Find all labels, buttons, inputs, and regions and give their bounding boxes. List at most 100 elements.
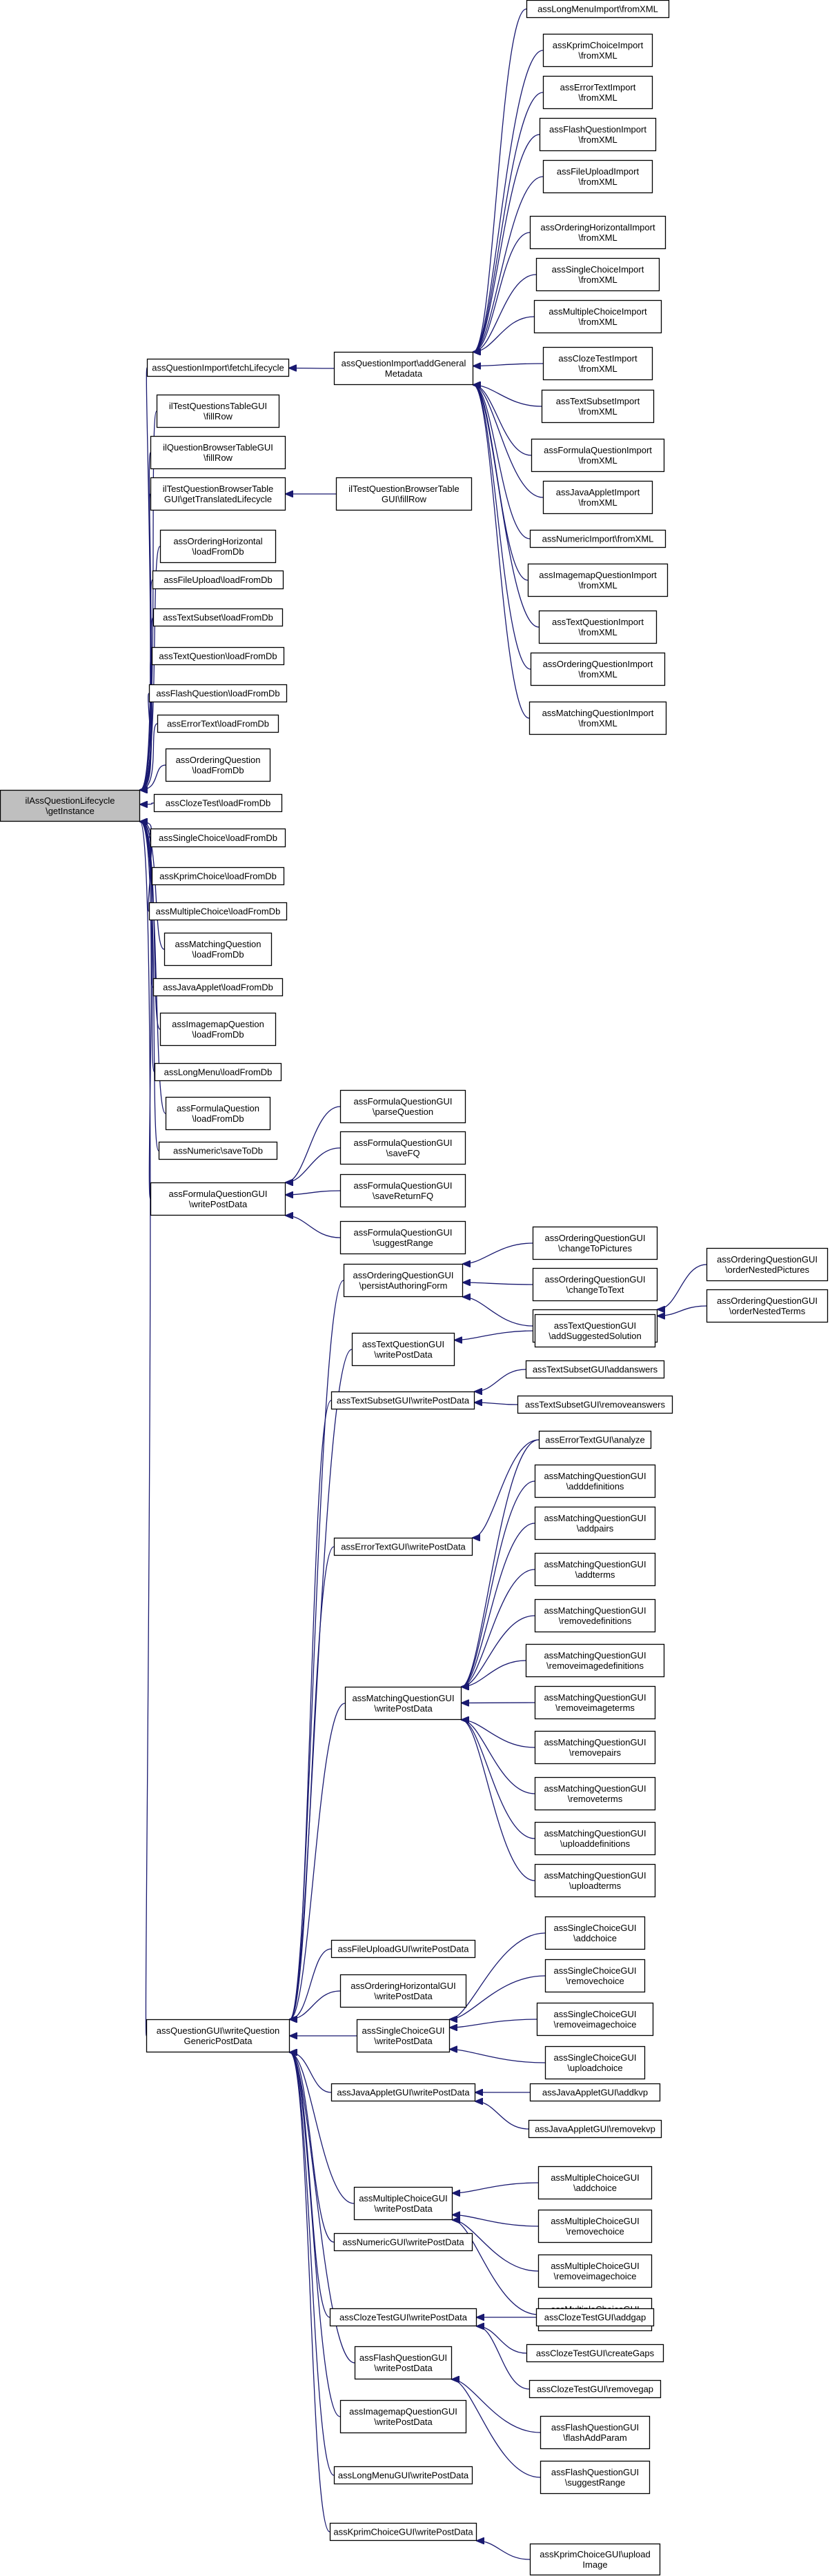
node-ass-matching-question-gui-addpairs[interactable]: assMatchingQuestionGUI\addpairs xyxy=(534,1506,656,1540)
node-ass-imagemap-question-load-from-db[interactable]: assImagemapQuestion\loadFromDb xyxy=(159,1012,277,1047)
node-ass-error-text-gui-analyze[interactable]: assErrorTextGUI\analyze xyxy=(538,1430,652,1449)
node-ass-matching-question-gui-write-post-data[interactable]: assMatchingQuestionGUI\writePostData xyxy=(344,1686,462,1721)
node-ass-matching-question-gui-uploadterms[interactable]: assMatchingQuestionGUI\uploadterms xyxy=(534,1863,656,1898)
node-ass-matching-question-gui-removeterms[interactable]: assMatchingQuestionGUI\removeterms xyxy=(534,1776,656,1811)
node-ass-ordering-horizontal-gui-write-post-data[interactable]: assOrderingHorizontalGUI\writePostData xyxy=(339,1974,467,2008)
node-ass-text-question-import-from-xml[interactable]: assTextQuestionImport\fromXML xyxy=(538,610,658,644)
node-ass-error-text-load-from-db[interactable]: assErrorText\loadFromDb xyxy=(157,714,279,733)
node-ass-matching-question-gui-removeimagedefinitions[interactable]: assMatchingQuestionGUI\removeimagedefini… xyxy=(525,1643,665,1678)
node-ass-single-choice-gui-removeimagechoice[interactable]: assSingleChoiceGUI\removeimagechoice xyxy=(536,2002,654,2037)
node-ass-cloze-test-load-from-db[interactable]: assClozeTest\loadFromDb xyxy=(153,793,283,813)
node-ass-kprim-choice-import-from-xml[interactable]: assKprimChoiceImport\fromXML xyxy=(542,33,653,68)
node-ass-multiple-choice-load-from-db[interactable]: assMultipleChoice\loadFromDb xyxy=(148,902,288,921)
node-ass-matching-question-load-from-db[interactable]: assMatchingQuestion\loadFromDb xyxy=(164,932,273,967)
node-ass-text-subset-gui-addanswers[interactable]: assTextSubsetGUI\addanswers xyxy=(525,1360,665,1379)
node-il-test-question-browser-table-gui-get-translated-lifecycle[interactable]: ilTestQuestionBrowserTableGUI\getTransla… xyxy=(150,477,286,511)
node-ass-text-subset-import-from-xml[interactable]: assTextSubsetImport\fromXML xyxy=(541,389,655,424)
node-ass-file-upload-import-from-xml[interactable]: assFileUploadImport\fromXML xyxy=(542,159,653,194)
node-ass-matching-question-import-from-xml[interactable]: assMatchingQuestionImport\fromXML xyxy=(528,701,667,735)
node-ass-java-applet-load-from-db[interactable]: assJavaApplet\loadFromDb xyxy=(152,978,284,997)
node-ass-flash-question-import-from-xml[interactable]: assFlashQuestionImport\fromXML xyxy=(539,117,657,152)
node-ass-multiple-choice-import-from-xml[interactable]: assMultipleChoiceImport\fromXML xyxy=(533,299,662,334)
node-ass-multiple-choice-gui-removeimagechoice[interactable]: assMultipleChoiceGUI\removeimagechoice xyxy=(537,2254,653,2288)
node-il-question-browser-table-gui-fill-row[interactable]: ilQuestionBrowserTableGUI\fillRow xyxy=(150,435,286,470)
node-ass-numeric-save-to-db[interactable]: assNumeric\saveToDb xyxy=(158,1141,278,1160)
node-ass-text-question-gui-add-suggested-solution[interactable]: assTextQuestionGUI\addSuggestedSolution xyxy=(534,1314,656,1348)
node-ass-ordering-horizontal-load-from-db[interactable]: assOrderingHorizontal\loadFromDb xyxy=(159,529,277,564)
node-label-line: \saveFQ xyxy=(386,1148,419,1158)
node-ass-file-upload-gui-write-post-data[interactable]: assFileUploadGUI\writePostData xyxy=(330,1939,476,1959)
node-ass-long-menu-import-from-xml[interactable]: assLongMenuImport\fromXML xyxy=(526,0,670,19)
node-il-ass-question-lifecycle-get-instance[interactable]: ilAssQuestionLifecycle\getInstance xyxy=(0,789,141,822)
node-ass-formula-question-gui-suggest-range[interactable]: assFormulaQuestionGUI\suggestRange xyxy=(339,1220,466,1255)
node-ass-ordering-question-gui-change-to-pictures[interactable]: assOrderingQuestionGUI\changeToPictures xyxy=(532,1226,658,1260)
node-ass-flash-question-load-from-db[interactable]: assFlashQuestion\loadFromDb xyxy=(148,684,288,703)
node-ass-imagemap-question-import-from-xml[interactable]: assImagemapQuestionImport\fromXML xyxy=(527,563,669,597)
node-ass-matching-question-gui-removepairs[interactable]: assMatchingQuestionGUI\removepairs xyxy=(534,1730,656,1765)
node-ass-question-gui-write-question-generic-post-data[interactable]: assQuestionGUI\writeQuestionGenericPostD… xyxy=(146,2019,290,2053)
node-ass-cloze-test-import-from-xml[interactable]: assClozeTestImport\fromXML xyxy=(542,346,653,381)
node-ass-formula-question-gui-write-post-data[interactable]: assFormulaQuestionGUI\writePostData xyxy=(150,1182,286,1216)
node-ass-flash-question-gui-suggest-range[interactable]: assFlashQuestionGUI\suggestRange xyxy=(540,2460,651,2495)
node-ass-cloze-test-gui-create-gaps[interactable]: assClozeTestGUI\createGaps xyxy=(526,2344,664,2363)
node-ass-error-text-gui-write-post-data[interactable]: assErrorTextGUI\writePostData xyxy=(333,1537,473,1556)
node-ass-ordering-question-gui-persist-authoring-form[interactable]: assOrderingQuestionGUI\persistAuthoringF… xyxy=(343,1263,464,1298)
node-ass-flash-question-gui-write-post-data[interactable]: assFlashQuestionGUI\writePostData xyxy=(354,2346,453,2380)
node-ass-multiple-choice-gui-write-post-data[interactable]: assMultipleChoiceGUI\writePostData xyxy=(353,2186,453,2221)
node-ass-single-choice-import-from-xml[interactable]: assSingleChoiceImport\fromXML xyxy=(535,257,660,292)
node-ass-text-subset-gui-removeanswers[interactable]: assTextSubsetGUI\removeanswers xyxy=(517,1395,673,1414)
node-ass-kprim-choice-load-from-db[interactable]: assKprimChoice\loadFromDb xyxy=(151,866,285,886)
node-ass-single-choice-gui-removechoice[interactable]: assSingleChoiceGUI\removechoice xyxy=(544,1959,646,1993)
node-ass-text-question-gui-write-post-data[interactable]: assTextQuestionGUI\writePostData xyxy=(351,1332,455,1367)
node-ass-java-applet-gui-write-post-data[interactable]: assJavaAppletGUI\writePostData xyxy=(330,2083,476,2102)
node-ass-formula-question-gui-save-fq[interactable]: assFormulaQuestionGUI\saveFQ xyxy=(339,1131,466,1165)
node-ass-multiple-choice-gui-addchoice[interactable]: assMultipleChoiceGUI\addchoice xyxy=(537,2166,653,2200)
node-ass-java-applet-gui-addkvp[interactable]: assJavaAppletGUI\addkvp xyxy=(529,2083,661,2102)
edge-w5-m10 xyxy=(462,1720,535,1881)
node-ass-java-applet-gui-removekvp[interactable]: assJavaAppletGUI\removekvp xyxy=(528,2119,662,2139)
node-ass-ordering-question-import-from-xml[interactable]: assOrderingQuestionImport\fromXML xyxy=(530,652,666,686)
node-ass-ordering-question-gui-order-nested-terms[interactable]: assOrderingQuestionGUI\orderNestedTerms xyxy=(706,1289,829,1323)
node-ass-matching-question-gui-addterms[interactable]: assMatchingQuestionGUI\addterms xyxy=(534,1552,656,1587)
node-ass-single-choice-load-from-db[interactable]: assSingleChoice\loadFromDb xyxy=(150,828,286,848)
node-ass-matching-question-gui-uploaddefinitions[interactable]: assMatchingQuestionGUI\uploaddefinitions xyxy=(534,1821,656,1856)
node-ass-formula-question-load-from-db[interactable]: assFormulaQuestion\loadFromDb xyxy=(165,1096,271,1131)
node-ass-cloze-test-gui-write-post-data[interactable]: assClozeTestGUI\writePostData xyxy=(329,2308,477,2327)
node-ass-formula-question-gui-save-return-fq[interactable]: assFormulaQuestionGUI\saveReturnFQ xyxy=(339,1173,466,1208)
node-ass-matching-question-gui-removeimageterms[interactable]: assMatchingQuestionGUI\removeimageterms xyxy=(534,1685,656,1720)
node-ass-text-subset-gui-write-post-data[interactable]: assTextSubsetGUI\writePostData xyxy=(330,1391,475,1410)
node-ass-flash-question-gui-flash-add-param[interactable]: assFlashQuestionGUI\flashAddParam xyxy=(540,2415,651,2450)
node-ass-imagemap-question-gui-write-post-data[interactable]: assImagemapQuestionGUI\writePostData xyxy=(339,2399,467,2434)
node-label-line: assMatchingQuestion xyxy=(175,939,261,949)
node-ass-java-applet-import-from-xml[interactable]: assJavaAppletImport\fromXML xyxy=(542,480,653,515)
node-ass-formula-question-import-from-xml[interactable]: assFormulaQuestionImport\fromXML xyxy=(531,438,665,473)
node-ass-matching-question-gui-removedefinitions[interactable]: assMatchingQuestionGUI\removedefinitions xyxy=(534,1598,656,1633)
node-ass-error-text-import-from-xml[interactable]: assErrorTextImport\fromXML xyxy=(542,75,653,110)
node-ass-text-question-load-from-db[interactable]: assTextQuestion\loadFromDb xyxy=(151,646,285,666)
node-ass-numeric-import-from-xml[interactable]: assNumericImport\fromXML xyxy=(529,529,666,548)
node-ass-formula-question-gui-parse-question[interactable]: assFormulaQuestionGUI\parseQuestion xyxy=(339,1089,466,1124)
node-ass-ordering-question-gui-change-to-text[interactable]: assOrderingQuestionGUI\changeToText xyxy=(532,1267,658,1302)
node-ass-kprim-choice-gui-write-post-data[interactable]: assKprimChoiceGUI\writePostData xyxy=(329,2522,477,2542)
node-ass-single-choice-gui-write-post-data[interactable]: assSingleChoiceGUI\writePostData xyxy=(356,2019,451,2053)
node-ass-single-choice-gui-addchoice[interactable]: assSingleChoiceGUI\addchoice xyxy=(544,1916,646,1950)
node-ass-ordering-question-load-from-db[interactable]: assOrderingQuestion\loadFromDb xyxy=(165,748,271,782)
node-ass-file-upload-load-from-db[interactable]: assFileUpload\loadFromDb xyxy=(152,570,284,590)
node-ass-ordering-horizontal-import-from-xml[interactable]: assOrderingHorizontalImport\fromXML xyxy=(529,215,666,250)
node-ass-cloze-test-gui-addgap[interactable]: assClozeTestGUI\addgap xyxy=(535,2308,655,2327)
node-ass-single-choice-gui-uploadchoice[interactable]: assSingleChoiceGUI\uploadchoice xyxy=(544,2045,646,2080)
node-ass-matching-question-gui-adddefinitions[interactable]: assMatchingQuestionGUI\adddefinitions xyxy=(534,1464,656,1498)
node-ass-ordering-question-gui-order-nested-pictures[interactable]: assOrderingQuestionGUI\orderNestedPictur… xyxy=(706,1247,829,1282)
node-ass-long-menu-gui-write-post-data[interactable]: assLongMenuGUI\writePostData xyxy=(333,2466,473,2485)
node-ass-long-menu-load-from-db[interactable]: assLongMenu\loadFromDb xyxy=(154,1062,282,1082)
node-ass-cloze-test-gui-removegap[interactable]: assClozeTestGUI\removegap xyxy=(528,2379,662,2399)
node-ass-multiple-choice-gui-removechoice[interactable]: assMultipleChoiceGUI\removechoice xyxy=(537,2209,653,2243)
node-il-test-questions-table-gui-fill-row[interactable]: ilTestQuestionsTableGUI\fillRow xyxy=(156,394,280,428)
node-ass-numeric-gui-write-post-data[interactable]: assNumericGUI\writePostData xyxy=(333,2232,473,2252)
edge-w2-t1 xyxy=(455,1330,535,1340)
node-ass-text-subset-load-from-db[interactable]: assTextSubset\loadFromDb xyxy=(152,608,284,627)
node-ass-question-import-fetch-lifecycle[interactable]: assQuestionImport\fetchLifecycle xyxy=(146,358,290,377)
